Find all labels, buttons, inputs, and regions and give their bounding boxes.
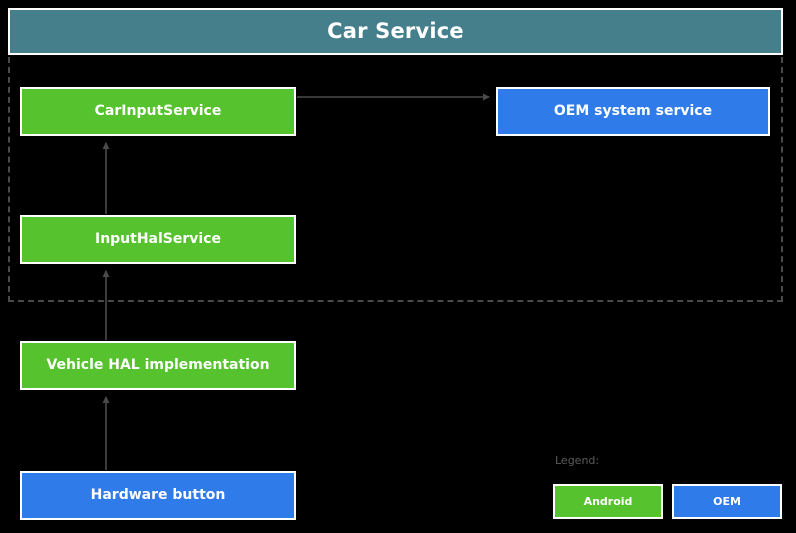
- node-inputhalservice[interactable]: InputHalService: [20, 215, 296, 264]
- legend-swatches: Android OEM: [553, 484, 782, 519]
- legend-chip-oem: OEM: [672, 484, 782, 519]
- node-oem-system-service-label: OEM system service: [553, 103, 713, 120]
- page-title: Car Service: [327, 19, 464, 43]
- legend-chip-oem-label: OEM: [713, 495, 741, 508]
- node-carinputservice[interactable]: CarInputService: [20, 87, 296, 136]
- legend: Legend: Android OEM: [553, 452, 783, 522]
- node-oem-system-service[interactable]: OEM system service: [496, 87, 770, 136]
- node-vehicle-hal-implementation-label: Vehicle HAL implementation: [46, 357, 270, 374]
- node-vehicle-hal-implementation[interactable]: Vehicle HAL implementation: [20, 341, 296, 390]
- node-hardware-button-label: Hardware button: [90, 487, 226, 504]
- node-carinputservice-label: CarInputService: [94, 103, 222, 120]
- legend-chip-android: Android: [553, 484, 663, 519]
- node-hardware-button[interactable]: Hardware button: [20, 471, 296, 520]
- legend-chip-android-label: Android: [583, 495, 633, 508]
- legend-title: Legend:: [555, 454, 600, 467]
- car-service-header: Car Service: [8, 8, 783, 55]
- node-inputhalservice-label: InputHalService: [94, 231, 222, 248]
